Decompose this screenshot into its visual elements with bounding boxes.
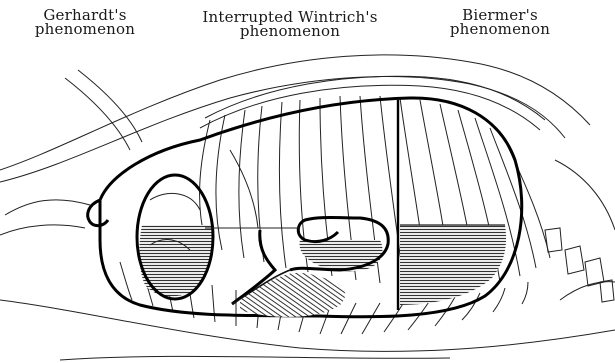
gerhardt-label-line2: phenomenon xyxy=(30,22,140,36)
wintrich-label: Interrupted Wintrich's phenomenon xyxy=(160,10,420,38)
lung-lines xyxy=(205,150,300,228)
gerhardt-label: Gerhardt's phenomenon xyxy=(30,8,140,36)
wintrich-label-line2: phenomenon xyxy=(160,24,420,38)
foreleg-lines xyxy=(0,70,142,235)
cavity-tip xyxy=(88,200,108,226)
gerhardt-cavity xyxy=(137,175,213,299)
biermer-label: Biermer's phenomenon xyxy=(440,8,560,36)
wintrich-cavity xyxy=(232,218,388,317)
biermer-label-line2: phenomenon xyxy=(440,22,560,36)
vertebrae xyxy=(545,228,614,302)
